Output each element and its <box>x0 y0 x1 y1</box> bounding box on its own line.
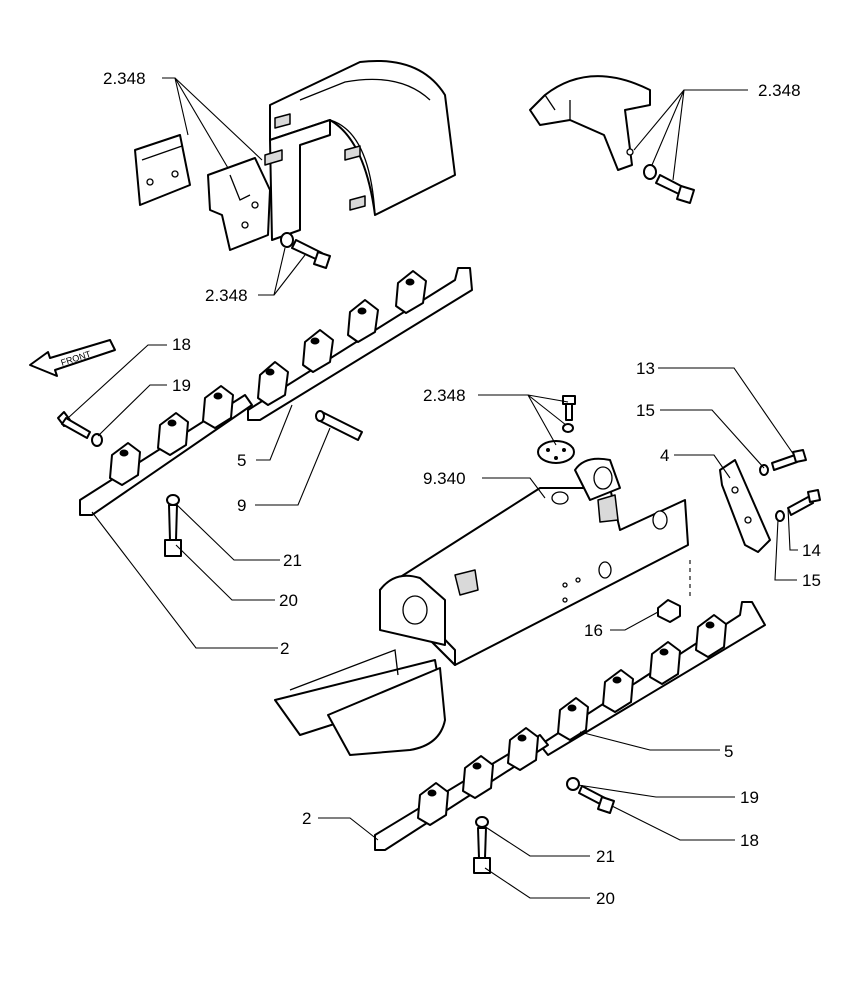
bolt-right-18 <box>578 785 615 814</box>
bolt-left-20 <box>164 504 182 557</box>
callout-19-left: 19 <box>172 376 191 395</box>
callout-9: 9 <box>237 496 246 515</box>
callout-4: 4 <box>660 446 669 465</box>
callout-2348-center: 2.348 <box>423 386 466 405</box>
callout-18-left: 18 <box>172 335 191 354</box>
callout-20-left: 20 <box>279 591 298 610</box>
bolt-left-18 <box>57 411 91 439</box>
front-guard-cover <box>529 75 651 171</box>
callout-21-left: 21 <box>283 551 302 570</box>
callout-2348-top-left: 2.348 <box>103 69 146 88</box>
washer-15-lower <box>775 510 785 522</box>
nut-16 <box>657 599 681 623</box>
bolt-right-20 <box>473 827 491 874</box>
washer-center <box>562 423 574 433</box>
callout-21-bottom: 21 <box>596 847 615 866</box>
washer-15-upper <box>759 464 769 476</box>
bolt-center <box>562 395 576 421</box>
washer-left-19 <box>91 433 103 447</box>
guard-side-plate <box>134 134 191 206</box>
axle-frame <box>274 457 689 756</box>
front-direction-arrow: FRONT <box>29 339 116 377</box>
callout-9340: 9.340 <box>423 469 466 488</box>
callout-5-right: 5 <box>724 742 733 761</box>
callout-5-left: 5 <box>237 451 246 470</box>
bracket-4 <box>719 459 771 553</box>
washer-left-21 <box>166 494 180 506</box>
callout-2348-top-right: 2.348 <box>758 81 801 100</box>
callout-2348-mid-left: 2.348 <box>205 286 248 305</box>
callout-13: 13 <box>636 359 655 378</box>
callout-20-bottom: 20 <box>596 889 615 908</box>
callout-16: 16 <box>584 621 603 640</box>
right-lower-guard-rail <box>374 727 549 851</box>
pin <box>315 410 363 441</box>
callout-2-left: 2 <box>280 639 289 658</box>
guard-mount-bracket <box>207 157 271 251</box>
callout-19-right: 19 <box>740 788 759 807</box>
rear-guard-cover <box>264 60 456 241</box>
callout-18-right: 18 <box>740 831 759 850</box>
bolt-14 <box>787 489 821 516</box>
callout-2-bottom: 2 <box>302 809 311 828</box>
center-plate <box>537 440 575 464</box>
bolt-top-right <box>655 174 695 204</box>
right-upper-guard-rail <box>539 601 766 756</box>
washer-top-right <box>643 164 657 180</box>
washer-right-21 <box>475 816 489 828</box>
leader-lines <box>67 77 798 899</box>
left-upper-guard-rail <box>247 267 473 421</box>
left-lower-guard-rail <box>79 385 253 516</box>
bolt-top-left <box>291 239 331 269</box>
bolt-13 <box>771 449 807 471</box>
callout-15-upper: 15 <box>636 401 655 420</box>
callout-14: 14 <box>802 541 821 560</box>
washer-top-left <box>280 232 294 248</box>
washer-right-19 <box>566 777 580 791</box>
callout-15-lower: 15 <box>802 571 821 590</box>
